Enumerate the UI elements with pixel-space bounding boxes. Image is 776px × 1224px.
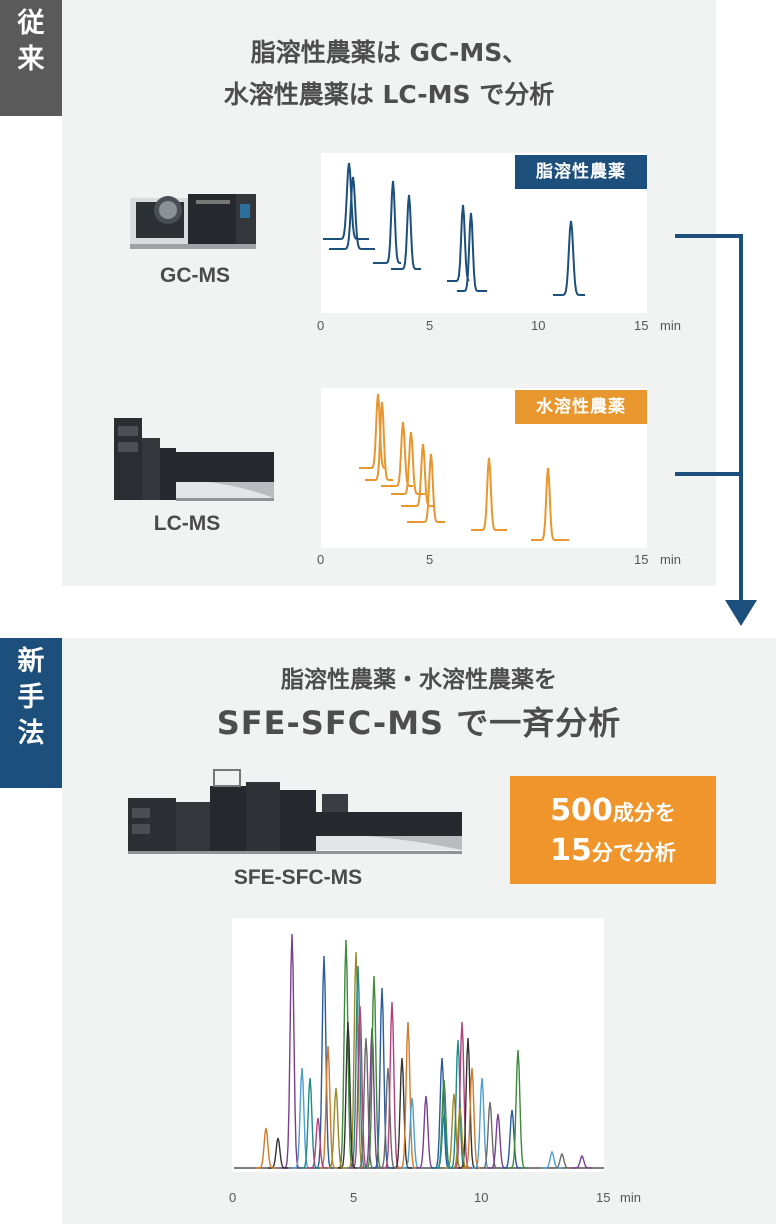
gc-peak bbox=[447, 204, 470, 282]
conventional-tag: 従 来 bbox=[0, 0, 62, 116]
sfc-peak bbox=[268, 1137, 288, 1169]
sfe-sfc-ms-label: SFE-SFC-MS bbox=[233, 866, 363, 889]
sfc-peak bbox=[552, 1152, 572, 1169]
new-method-headline-1: 脂溶性農薬・水溶性農薬を bbox=[281, 667, 557, 693]
lc-ms-instrument-image bbox=[114, 418, 274, 501]
gc-tick-15: 15 bbox=[634, 318, 649, 333]
tag-char: 法 bbox=[17, 718, 45, 749]
lc-tick-unit: min bbox=[660, 552, 681, 567]
gc-peak bbox=[329, 176, 375, 250]
highlight-number: 500 bbox=[550, 793, 613, 828]
gc-tick-0: 0 bbox=[317, 318, 325, 333]
lc-tick-15: 15 bbox=[634, 552, 649, 567]
tag-char: 手 bbox=[17, 682, 45, 713]
sfc-peak bbox=[378, 1067, 398, 1169]
lc-badge: 水溶性農薬 bbox=[515, 390, 647, 424]
highlight-text: 成分を bbox=[612, 801, 676, 825]
gc-tick-unit: min bbox=[660, 318, 681, 333]
headline-line2: 水溶性農薬は LC-MS で分析 bbox=[223, 80, 555, 109]
sfc-peak bbox=[398, 1021, 418, 1169]
sfc-peak bbox=[434, 1113, 454, 1169]
sfc-peak bbox=[508, 1049, 528, 1169]
sfc-tick-0: 0 bbox=[229, 1190, 237, 1205]
gc-peak bbox=[457, 212, 487, 292]
lc-peak bbox=[531, 467, 569, 541]
sfc-tick-10: 10 bbox=[474, 1190, 489, 1205]
gc-peak bbox=[553, 220, 585, 296]
lc-ms-label: LC-MS bbox=[153, 512, 221, 535]
sfc-peak bbox=[416, 1095, 436, 1169]
tag-char: 新 bbox=[17, 646, 45, 677]
gc-ms-label: GC-MS bbox=[160, 264, 230, 287]
sfc-peak bbox=[480, 1101, 500, 1169]
highlight-line1: 500成分を bbox=[510, 792, 716, 834]
sfc-tick-5: 5 bbox=[350, 1190, 358, 1205]
lc-tick-5: 5 bbox=[426, 552, 434, 567]
sfc-peaks bbox=[234, 933, 604, 1169]
lc-peak bbox=[407, 453, 445, 523]
sfe-sfc-ms-instrument-image bbox=[128, 769, 462, 854]
highlight-line2: 15分で分析 bbox=[510, 832, 716, 874]
new-method-headline-2: SFE-SFC-MS で一斉分析 bbox=[216, 704, 622, 742]
tag-char: 従 bbox=[17, 8, 45, 39]
gc-peaks bbox=[323, 162, 585, 296]
tag-char: 来 bbox=[17, 44, 45, 75]
sfc-peak bbox=[256, 1127, 276, 1169]
gc-tick-10: 10 bbox=[531, 318, 546, 333]
lc-peak bbox=[471, 457, 507, 531]
conventional-headline: 脂溶性農薬は GC-MS、 水溶性農薬は LC-MS で分析 bbox=[62, 32, 716, 116]
lc-peak bbox=[365, 401, 393, 481]
highlight-number: 15 bbox=[550, 833, 592, 868]
sfc-peak bbox=[326, 1087, 346, 1169]
gc-tick-5: 5 bbox=[426, 318, 434, 333]
sfc-peak bbox=[572, 1154, 592, 1169]
gc-peak bbox=[373, 180, 401, 264]
new-method-tag: 新 手 法 bbox=[0, 638, 62, 788]
gc-badge: 脂溶性農薬 bbox=[515, 155, 647, 189]
gc-ms-instrument-image bbox=[130, 194, 256, 249]
lc-peaks bbox=[359, 393, 569, 541]
sfc-peak bbox=[318, 1045, 338, 1169]
sfc-peak bbox=[308, 1117, 328, 1169]
lc-peak bbox=[401, 443, 435, 507]
highlight-box: 500成分を 15分で分析 bbox=[510, 776, 716, 884]
lc-tick-0: 0 bbox=[317, 552, 325, 567]
sfc-tick-15: 15 bbox=[596, 1190, 611, 1205]
sfc-peak bbox=[502, 1109, 522, 1169]
flow-arrow bbox=[675, 234, 757, 626]
highlight-text: 分で分析 bbox=[591, 841, 676, 865]
sfc-tick-unit: min bbox=[620, 1190, 641, 1205]
gc-peak bbox=[323, 162, 369, 240]
sfc-peak bbox=[542, 1150, 562, 1169]
headline-line1: 脂溶性農薬は GC-MS、 bbox=[250, 38, 528, 67]
sfc-peak bbox=[372, 987, 392, 1169]
gc-peak bbox=[391, 194, 421, 270]
sfc-peak bbox=[300, 1077, 320, 1169]
